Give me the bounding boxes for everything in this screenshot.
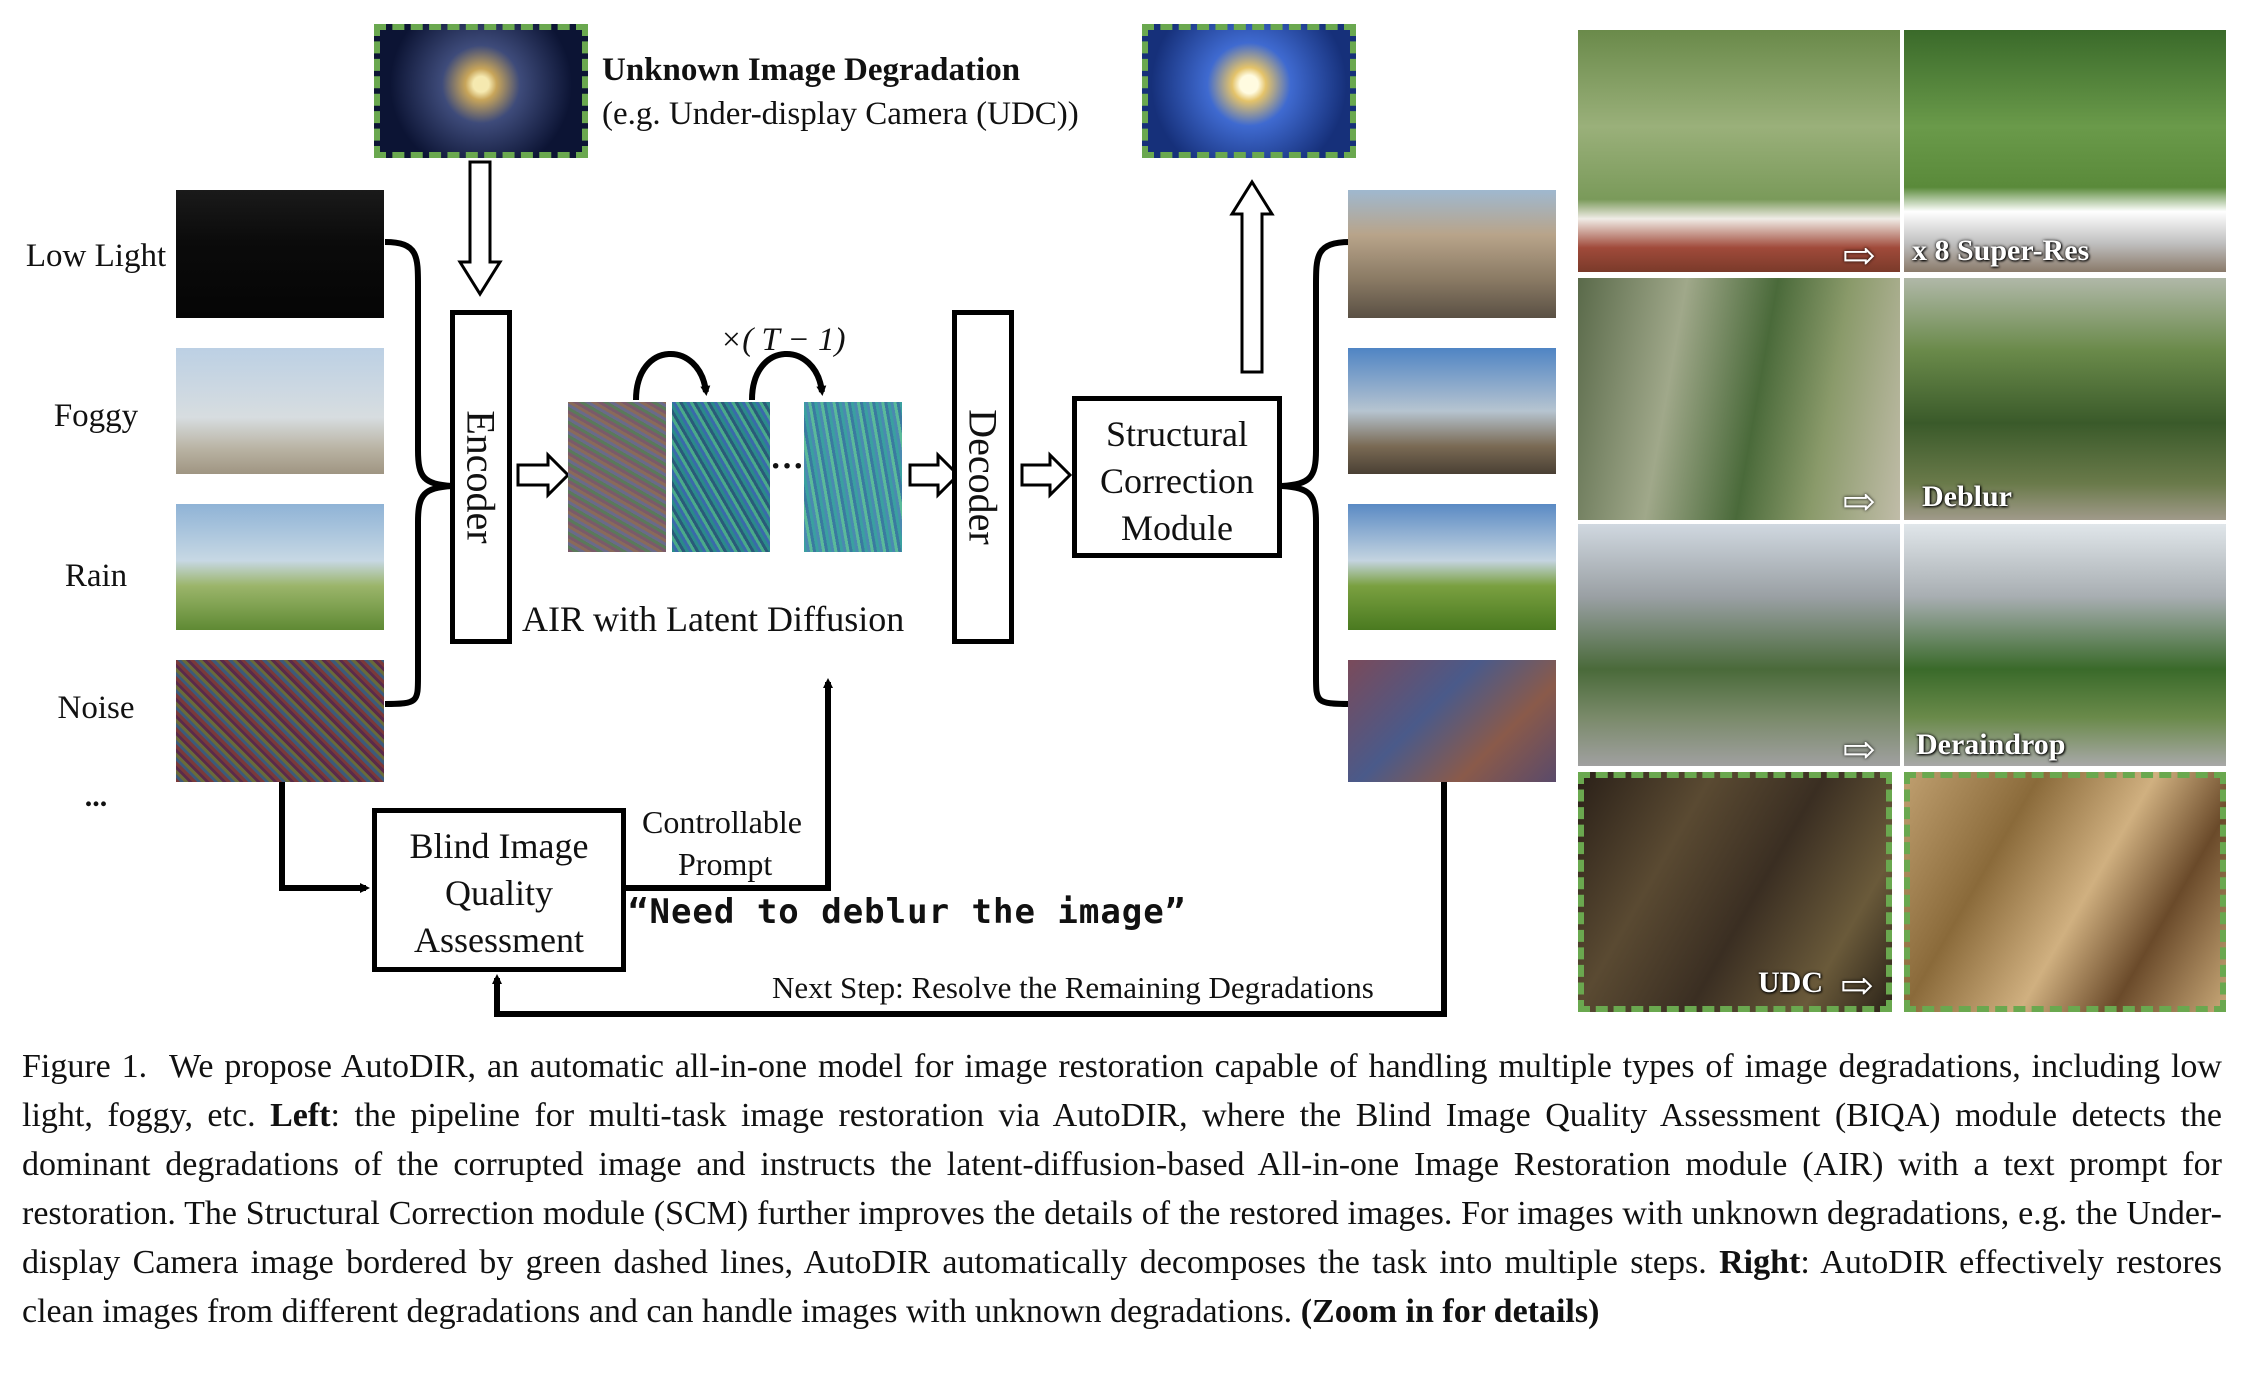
udc-output-dashed-border: [1904, 772, 2226, 1012]
degradation-label-rain: Rain: [64, 558, 128, 594]
udc-input-dashed-border: [1578, 772, 1892, 1012]
iterations-label: ×( T − 1): [720, 322, 846, 358]
scm-label-line-3: Module: [1121, 508, 1233, 548]
right-brace: [1281, 239, 1351, 707]
latent-step-map: [672, 402, 770, 552]
white-arrow-icon: ⇨: [1842, 233, 1876, 278]
controllable-prompt-line-1: Controllable: [642, 804, 802, 840]
arrow-noise-to-biqa: [279, 782, 370, 893]
super-res-input: [1578, 30, 1900, 272]
prompt-example-text: “Need to deblur the image”: [628, 892, 1187, 932]
biqa-block: Blind Image Quality Assessment: [372, 808, 626, 972]
udc-input: [1578, 772, 1892, 1012]
decoder-label: Decoder: [960, 409, 1006, 545]
next-step-label: Next Step: Resolve the Remaining Degrada…: [772, 970, 1374, 1005]
unknown-degradation-subtitle: (e.g. Under-display Camera (UDC)): [602, 96, 1079, 132]
udc-label: UDC: [1758, 966, 1823, 999]
deraindrop-input: [1578, 524, 1900, 766]
iteration-arrow: [633, 351, 711, 401]
super-res-label: x 8 Super-Res: [1912, 234, 2090, 267]
deraindrop-label: Deraindrop: [1916, 728, 2066, 761]
latent-final-map: [804, 402, 902, 552]
restored-foggy-image: [1348, 348, 1556, 474]
arrow-prompt-to-air: [626, 678, 833, 891]
deblur-input: [1578, 278, 1900, 520]
low-light-input-image: [176, 190, 384, 318]
hollow-arrow-right: [908, 451, 961, 499]
figure-caption: Figure 1. We propose AutoDIR, an automat…: [22, 1042, 2222, 1336]
biqa-label-line-2: Quality: [445, 873, 553, 913]
caption-right-text: : AutoDIR effectively restores clean ima…: [22, 1244, 2223, 1330]
scm-label-line-1: Structural: [1106, 414, 1248, 454]
degradation-label-low-light: Low Light: [25, 238, 167, 274]
restored-noise-image: [1348, 660, 1556, 782]
caption-intro: We propose AutoDIR, an automatic all-in-…: [22, 1048, 2222, 1134]
foggy-input-image: [176, 348, 384, 474]
super-res-output: [1904, 30, 2226, 272]
latent-noise-map: [568, 402, 666, 552]
rain-input-image: [176, 504, 384, 630]
unknown-degraded-image: [374, 24, 588, 158]
unknown-image-dashed-border: [374, 24, 588, 158]
encoder-label: Encoder: [458, 410, 504, 544]
caption-figure-label: Figure 1.: [22, 1048, 148, 1085]
deraindrop-output: [1904, 524, 2226, 766]
hollow-arrow-right: [516, 451, 571, 499]
caption-zoom-note: (Zoom in for details): [1300, 1293, 1600, 1330]
unknown-degradation-title: Unknown Image Degradation: [602, 52, 1021, 88]
restored-rain-image: [1348, 504, 1556, 630]
biqa-label-line-3: Assessment: [414, 920, 584, 960]
caption-right-label: Right: [1719, 1244, 1801, 1281]
iteration-arrow: [749, 351, 827, 401]
structural-correction-module: Structural Correction Module: [1072, 396, 1282, 558]
encoder-block: Encoder: [450, 310, 512, 644]
deblur-output: [1904, 278, 2226, 520]
degradation-label-noise: Noise: [57, 690, 135, 726]
degradation-label-foggy: Foggy: [53, 398, 139, 434]
arrow-feedback-loop: [492, 694, 1447, 1017]
noise-input-image: [176, 660, 384, 782]
white-arrow-icon: ⇨: [1840, 963, 1874, 1008]
caption-left-label: Left: [270, 1097, 331, 1134]
white-arrow-icon: ⇨: [1842, 727, 1876, 772]
left-brace: [384, 239, 453, 707]
udc-output: [1904, 772, 2226, 1012]
hollow-arrow-right: [1020, 451, 1073, 499]
latent-ellipsis: ···: [770, 448, 805, 485]
hollow-arrow-down: [457, 160, 503, 297]
degradation-label-more: ...: [84, 780, 108, 813]
restored-image-dashed-border: [1142, 24, 1356, 158]
scm-label-line-2: Correction: [1100, 461, 1254, 501]
restored-low-light-image: [1348, 190, 1556, 318]
restored-clean-image: [1142, 24, 1356, 158]
air-label: AIR with Latent Diffusion: [522, 599, 905, 639]
hollow-arrow-up: [1229, 179, 1275, 374]
decoder-block: Decoder: [952, 310, 1014, 644]
white-arrow-icon: ⇨: [1842, 479, 1876, 524]
caption-left-text: : the pipeline for multi-task image rest…: [22, 1097, 2223, 1281]
controllable-prompt-line-2: Prompt: [678, 846, 773, 882]
biqa-label-line-1: Blind Image: [409, 826, 589, 866]
deblur-label: Deblur: [1922, 480, 2012, 513]
